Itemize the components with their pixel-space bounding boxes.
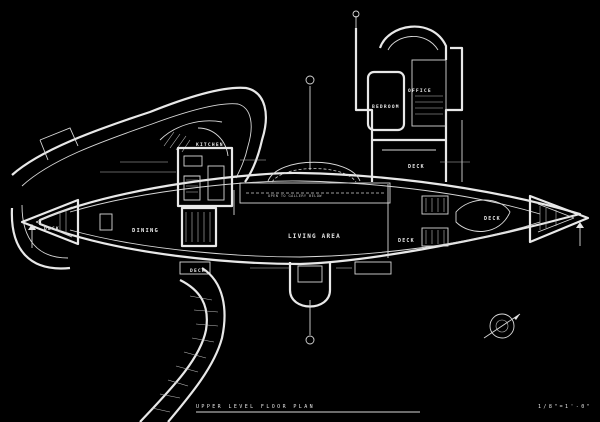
interior-partitions <box>99 184 511 275</box>
section-markers <box>28 75 584 248</box>
south-hearth <box>288 262 332 345</box>
north-arrow-icon <box>483 313 521 339</box>
retaining-walls <box>10 86 267 270</box>
room-label-deck-upper: DECK <box>408 164 425 170</box>
north-bay <box>239 161 391 204</box>
room-label-deck-south: DECK <box>190 268 206 274</box>
note-open-to-gallery: OPEN TO GALLERY BELOW <box>268 194 322 198</box>
drawing-title: UPPER LEVEL FLOOR PLAN <box>196 404 315 410</box>
room-label-bedroom: BEDROOM <box>372 104 400 110</box>
kitchen-stair <box>159 120 229 157</box>
section-marker-icon <box>28 224 36 230</box>
living-body <box>20 171 590 266</box>
room-label-deck-west: DECK <box>44 226 60 232</box>
room-label-office: OFFICE <box>408 88 432 94</box>
room-label-deck-east: DECK <box>484 216 501 222</box>
annotation-lines <box>100 159 470 269</box>
room-label-kitchen: KITCHEN <box>196 142 224 148</box>
room-label-living-area: LIVING AREA <box>288 233 341 240</box>
room-label-deck-center: DECK <box>398 238 415 244</box>
kitchen-core <box>176 146 234 248</box>
entry-path <box>139 267 226 422</box>
room-label-dining: DINING <box>132 228 159 234</box>
office-wing <box>352 10 464 182</box>
drawing-scale: 1/8"=1'-0" <box>538 404 592 410</box>
